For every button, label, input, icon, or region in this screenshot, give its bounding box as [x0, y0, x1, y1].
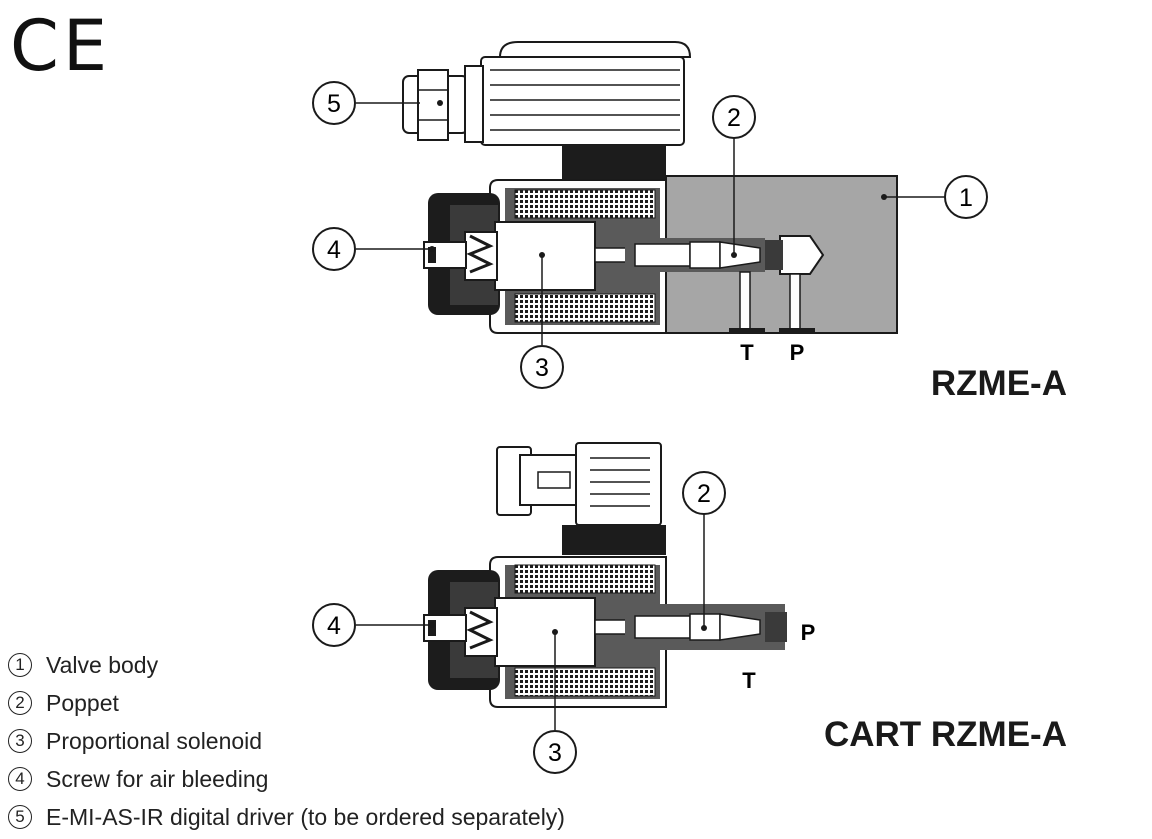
- legend-label: Valve body: [46, 651, 159, 678]
- port-label-p-bottom: P: [801, 620, 816, 645]
- callout-4-bottom: 4: [312, 603, 356, 647]
- rzme-a-valve: [402, 41, 898, 334]
- legend-item: 5 E-MI-AS-IR digital driver (to be ordere…: [8, 798, 565, 836]
- callout-3: 3: [520, 345, 564, 389]
- svg-text:5: 5: [327, 90, 341, 118]
- svg-text:1: 1: [959, 184, 973, 212]
- cart-rzme-a-valve: [423, 442, 787, 708]
- ce-mark: CE: [10, 5, 112, 87]
- legend-item: 3 Proportional solenoid: [8, 722, 565, 760]
- svg-text:2: 2: [727, 104, 741, 132]
- cart-rzme-a-title: CART RZME-A: [823, 715, 1067, 754]
- legend-label: Poppet: [46, 689, 119, 716]
- digital-driver: [402, 41, 692, 185]
- port-label-t: T: [740, 340, 754, 365]
- legend-label: E-MI-AS-IR digital driver (to be ordered…: [46, 803, 565, 830]
- legend-number: 4: [8, 767, 32, 791]
- legend-number: 1: [8, 653, 32, 677]
- legend-item: 2 Poppet: [8, 684, 565, 722]
- port-label-t-bottom: T: [742, 668, 756, 693]
- svg-text:4: 4: [327, 612, 341, 640]
- rzme-a-title: RZME-A: [930, 364, 1067, 403]
- callout-2-bottom: 2: [682, 471, 726, 515]
- svg-text:3: 3: [548, 739, 562, 767]
- legend: 1 Valve body 2 Poppet 3 Proportional soleno…: [8, 646, 565, 836]
- callout-4: 4: [312, 227, 356, 271]
- legend-number: 5: [8, 805, 32, 829]
- svg-text:2: 2: [697, 480, 711, 508]
- callout-2: 2: [712, 95, 756, 139]
- callout-3-bottom: 3: [533, 730, 577, 774]
- legend-number: 3: [8, 729, 32, 753]
- callout-5: 5: [312, 81, 356, 125]
- port-label-p: P: [790, 340, 805, 365]
- svg-text:4: 4: [327, 236, 341, 264]
- callout-1: 1: [944, 175, 988, 219]
- legend-label: Proportional solenoid: [46, 727, 263, 754]
- legend-label: Screw for air bleeding: [46, 765, 269, 792]
- svg-text:3: 3: [535, 354, 549, 382]
- legend-item: 1 Valve body: [8, 646, 565, 684]
- legend-number: 2: [8, 691, 32, 715]
- legend-item: 4 Screw for air bleeding: [8, 760, 565, 798]
